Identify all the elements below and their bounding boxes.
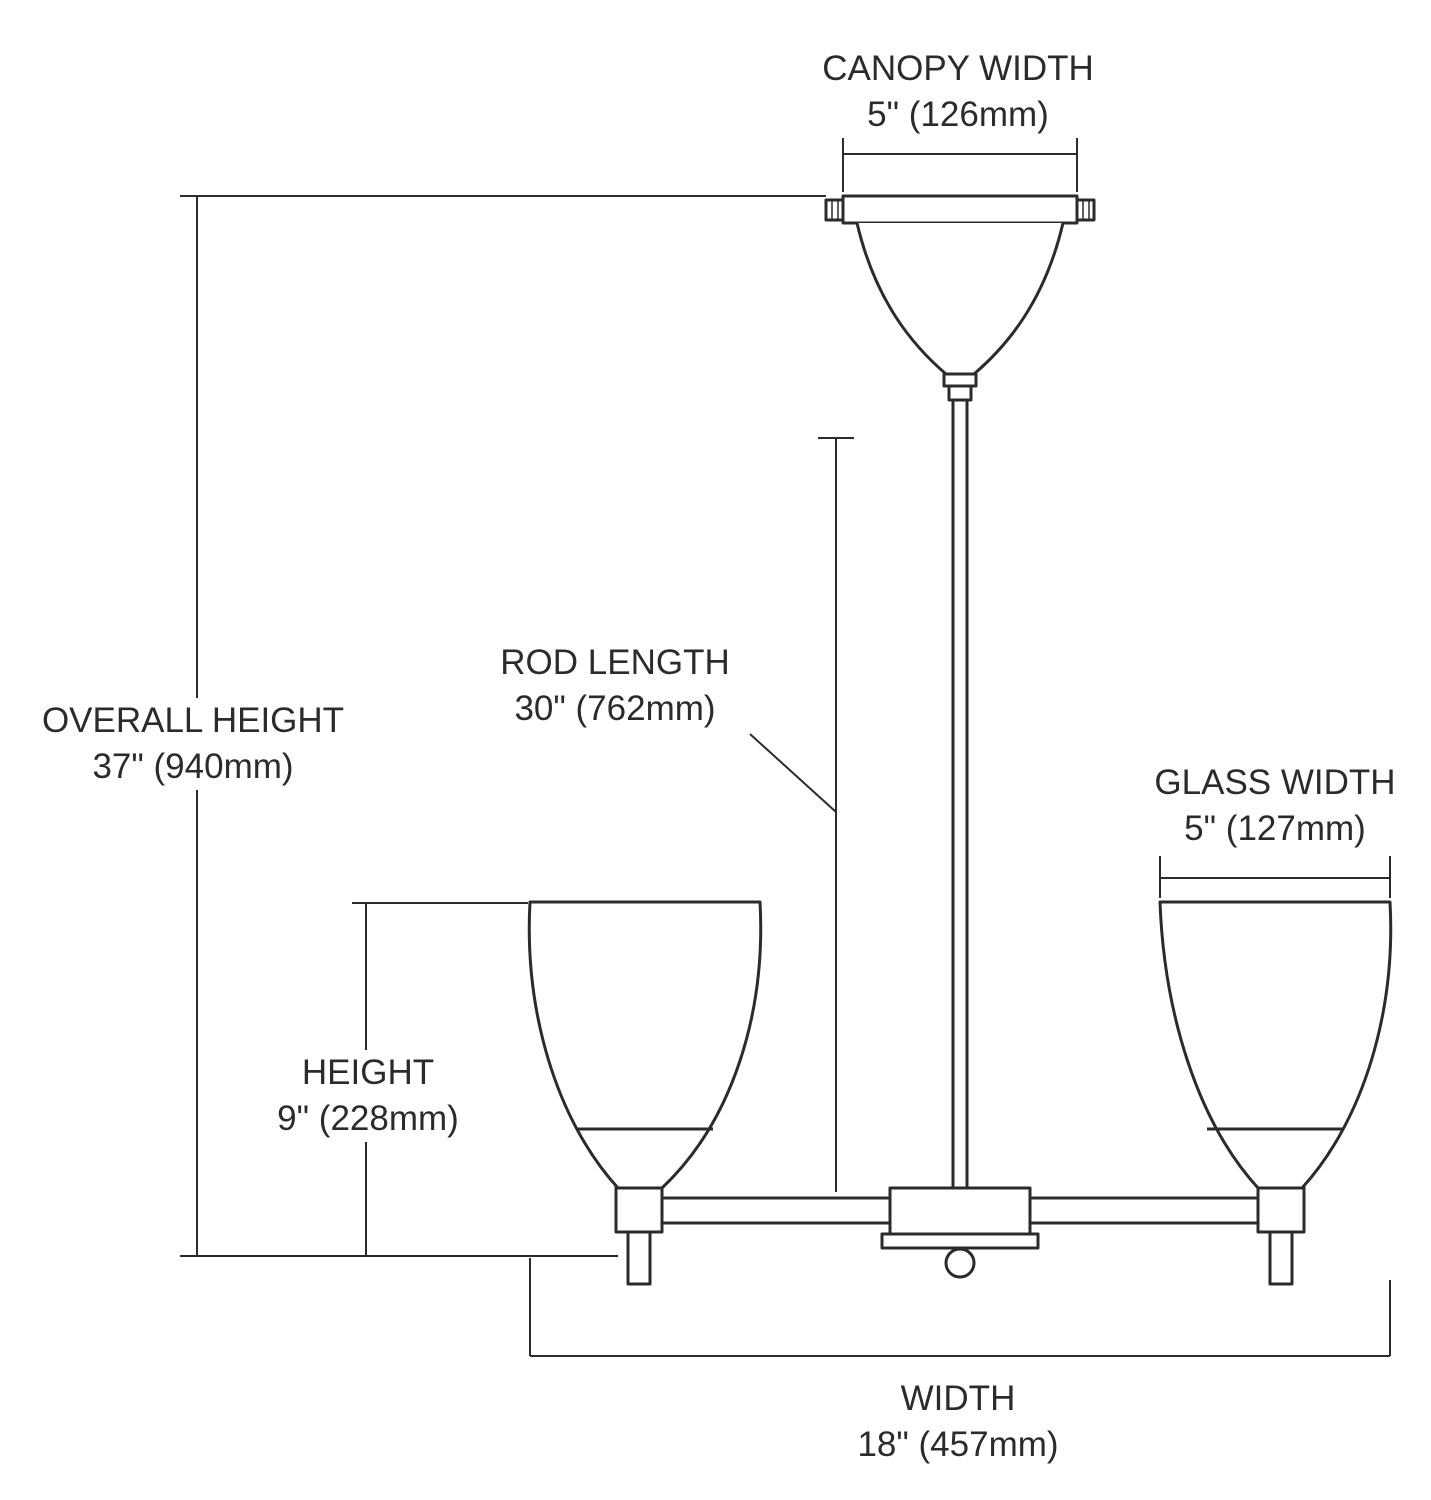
left-glass-shade bbox=[527, 900, 763, 1190]
hub-finial-ball bbox=[944, 1247, 976, 1279]
width-value: 18" (457mm) bbox=[857, 1425, 1059, 1464]
canopy bbox=[824, 194, 1096, 402]
canopy-collar-lower bbox=[947, 384, 973, 402]
glass-width-label: GLASS WIDTH 5" (127mm) bbox=[1146, 760, 1404, 852]
rod-length-value: 30" (762mm) bbox=[514, 689, 716, 728]
left-glass-outline bbox=[527, 900, 763, 1190]
canopy-width-dimension bbox=[842, 137, 1078, 192]
rod-length-label: ROD LENGTH 30" (762mm) bbox=[492, 640, 738, 732]
arms bbox=[660, 1196, 1260, 1225]
glass-width-title: GLASS WIDTH bbox=[1154, 763, 1396, 802]
canopy-width-label: CANOPY WIDTH 5" (126mm) bbox=[814, 46, 1102, 138]
rod-length-dimension bbox=[749, 437, 854, 1192]
left-shade-holder bbox=[614, 1184, 664, 1234]
canopy-mount-bar bbox=[841, 194, 1079, 225]
rod-length-title: ROD LENGTH bbox=[500, 643, 730, 682]
canopy-screw-left bbox=[824, 198, 845, 222]
glass-width-value: 5" (127mm) bbox=[1184, 809, 1366, 848]
rod-length-leader-line bbox=[749, 733, 837, 813]
canopy-funnel bbox=[855, 222, 1065, 376]
shade-holders bbox=[614, 1184, 1306, 1286]
width-title: WIDTH bbox=[900, 1379, 1016, 1418]
hub-bottom-plate bbox=[880, 1232, 1040, 1250]
overall-height-title: OVERALL HEIGHT bbox=[41, 701, 345, 740]
width-label: WIDTH 18" (457mm) bbox=[849, 1376, 1067, 1468]
overall-height-value: 37" (940mm) bbox=[92, 747, 294, 786]
right-shade-holder bbox=[1256, 1184, 1306, 1234]
right-glass-shade bbox=[1158, 900, 1393, 1190]
canopy-width-value: 5" (126mm) bbox=[867, 95, 1049, 134]
canopy-screw-right bbox=[1075, 198, 1096, 222]
width-dimension bbox=[529, 1258, 1391, 1357]
canopy-width-title: CANOPY WIDTH bbox=[822, 49, 1094, 88]
glass-width-dimension bbox=[1159, 856, 1391, 898]
glass-height-value: 9" (228mm) bbox=[277, 1099, 459, 1138]
right-glass-outline bbox=[1158, 900, 1393, 1190]
overall-height-label: OVERALL HEIGHT 37" (940mm) bbox=[33, 698, 353, 790]
center-hub bbox=[880, 1186, 1040, 1279]
hub-body bbox=[888, 1186, 1032, 1236]
left-shade-stem bbox=[626, 1230, 652, 1286]
glass-height-title: HEIGHT bbox=[301, 1053, 435, 1092]
right-shade-stem bbox=[1268, 1230, 1294, 1286]
glass-height-label: HEIGHT 9" (228mm) bbox=[269, 1050, 467, 1142]
hanging-rod bbox=[951, 400, 969, 1190]
canopy-collar-upper bbox=[942, 372, 978, 388]
